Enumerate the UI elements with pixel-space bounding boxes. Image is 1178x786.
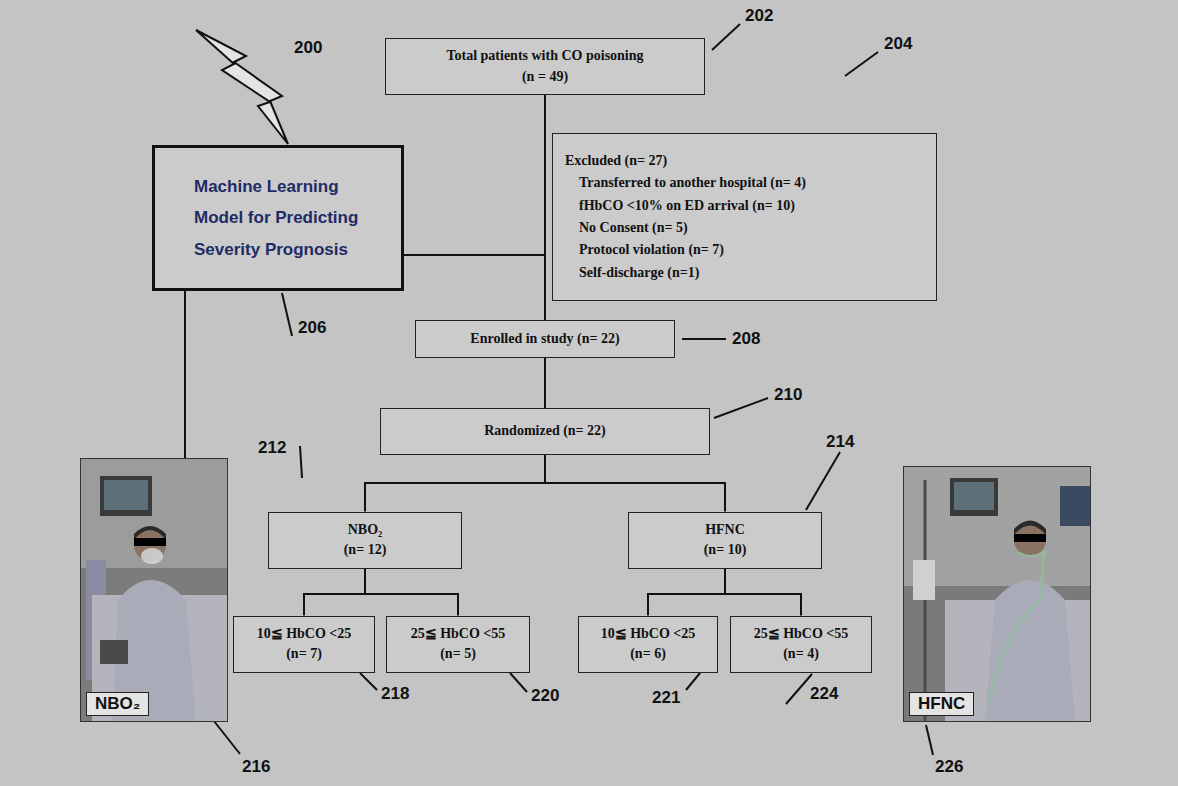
callout-number: 218: [381, 684, 409, 704]
leader-line: [806, 452, 840, 510]
box-text: HFNC (n= 10): [702, 520, 748, 561]
box-text: Enrolled in study (n= 22): [470, 329, 619, 349]
callout-number: 216: [242, 757, 270, 777]
patient-photo: [80, 458, 228, 722]
box-text: Excluded (n= 27): [565, 150, 667, 172]
leader-line: [300, 446, 302, 478]
patient-photo: [903, 466, 1091, 722]
callout-number: 204: [884, 34, 912, 54]
connector-line: [648, 569, 725, 616]
flow-box: Enrolled in study (n= 22): [415, 320, 675, 358]
leader-line: [686, 673, 700, 690]
connector-line: [184, 291, 186, 458]
callout-number: 200: [294, 38, 322, 58]
leader-line: [926, 725, 933, 755]
lightning-symbol: [196, 30, 288, 144]
box-text: No Consent (n= 5): [579, 217, 688, 239]
leader-line: [682, 338, 726, 340]
box-text: 25≦ HbCO <55 (n= 5): [409, 624, 507, 665]
model-box: Machine Learning Model for Predicting Se…: [152, 145, 404, 291]
leader-line: [360, 673, 377, 690]
box-text: Total patients with CO poisoning (n = 49…: [445, 46, 646, 87]
callout-number: 226: [935, 757, 963, 777]
callout-number: 221: [652, 688, 680, 708]
flow-box: NBO₂ (n= 12): [268, 512, 462, 569]
connector-line: [404, 255, 545, 320]
callout-number: 214: [826, 432, 854, 452]
callout-number: 206: [298, 318, 326, 338]
callout-number: 210: [774, 385, 802, 405]
photo-label: HFNC: [909, 692, 974, 716]
flow-box: Randomized (n= 22): [380, 408, 710, 455]
photo-label: NBO₂: [86, 692, 149, 716]
connector-line: [365, 569, 458, 616]
box-text: Randomized (n= 22): [484, 421, 606, 441]
leader-line: [282, 293, 292, 336]
leader-line: [714, 398, 768, 418]
box-text: fHbCO <10% on ED arrival (n= 10): [579, 195, 795, 217]
box-text: Transferred to another hospital (n= 4): [579, 172, 806, 194]
callout-number: 220: [531, 686, 559, 706]
callout-number: 224: [810, 684, 838, 704]
callout-number: 212: [258, 438, 286, 458]
flow-box: Total patients with CO poisoning (n = 49…: [385, 38, 705, 95]
flow-box: 10≦ HbCO <25 (n= 6): [578, 616, 718, 673]
box-text: Protocol violation (n= 7): [579, 239, 724, 261]
photo-panel: NBO₂: [80, 458, 228, 722]
leader-line: [845, 52, 878, 76]
box-text: Self-discharge (n=1): [579, 262, 699, 284]
connector-line: [544, 358, 546, 408]
box-text: 25≦ HbCO <55 (n= 4): [752, 624, 850, 665]
model-text: Machine Learning Model for Predicting Se…: [194, 171, 362, 265]
exclusion-box: Excluded (n= 27)Transferred to another h…: [552, 133, 937, 301]
leader-line: [786, 674, 812, 704]
box-text: 10≦ HbCO <25 (n= 6): [599, 624, 697, 665]
box-text: NBO₂ (n= 12): [342, 520, 388, 561]
connector-line: [365, 455, 545, 512]
flow-box: HFNC (n= 10): [628, 512, 822, 569]
callout-number: 208: [732, 329, 760, 349]
callout-number: 202: [745, 6, 773, 26]
leader-line: [712, 24, 740, 50]
flow-box: 10≦ HbCO <25 (n= 7): [233, 616, 375, 673]
box-text: 10≦ HbCO <25 (n= 7): [255, 624, 353, 665]
flow-box: 25≦ HbCO <55 (n= 5): [386, 616, 530, 673]
flow-box: 25≦ HbCO <55 (n= 4): [730, 616, 872, 673]
photo-panel: HFNC: [903, 466, 1091, 722]
leader-line: [510, 673, 527, 692]
connector-line: [545, 455, 725, 512]
connector-line: [304, 569, 365, 616]
connector-line: [725, 569, 801, 616]
